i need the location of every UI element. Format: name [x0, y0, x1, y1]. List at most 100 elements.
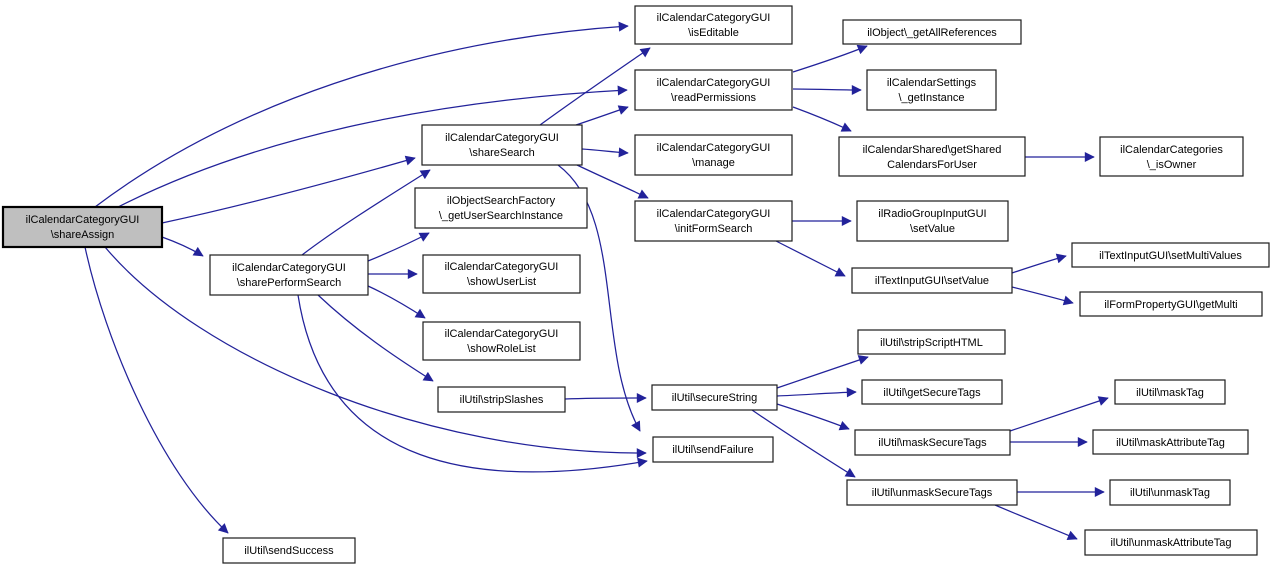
node-textSetValue[interactable]: ilTextInputGUI\setValue — [851, 267, 1013, 294]
node-label: ilUtil\maskTag — [1136, 387, 1204, 399]
node-isOwner[interactable]: ilCalendarCategories \_isOwner — [1099, 136, 1244, 177]
node-label: \readPermissions — [671, 92, 756, 104]
edge-textSetValue-setMultiValues — [1011, 253, 1067, 274]
node-shareSearch[interactable]: ilCalendarCategoryGUI \shareSearch — [421, 124, 583, 166]
node-radioSetValue[interactable]: ilRadioGroupInputGUI \setValue — [856, 200, 1009, 242]
node-sharePerformSearch[interactable]: ilCalendarCategoryGUI \sharePerformSearc… — [209, 254, 369, 296]
node-sendSuccess[interactable]: ilUtil\sendSuccess — [222, 537, 356, 564]
node-label: \shareSearch — [469, 147, 534, 159]
node-label: \setValue — [910, 223, 955, 235]
node-label: ilUtil\stripSlashes — [460, 394, 544, 406]
node-label: ilUtil\unmaskAttributeTag — [1110, 537, 1231, 549]
node-label: \shareAssign — [51, 229, 115, 241]
node-layer: ilCalendarCategoryGUI \shareAssign ilCal… — [1, 5, 1270, 564]
edge-shareSearch-initFormSearch — [576, 164, 649, 199]
node-label: ilCalendarCategoryGUI — [445, 132, 559, 144]
node-maskSecureTags[interactable]: ilUtil\maskSecureTags — [854, 429, 1011, 456]
node-getInstance[interactable]: ilCalendarSettings \_getInstance — [866, 69, 997, 111]
node-label: ilUtil\maskAttributeTag — [1116, 437, 1225, 449]
node-label: ilCalendarCategoryGUI — [26, 214, 140, 226]
edge-sharePerformSearch-shareSearch — [301, 169, 431, 256]
edge-secureString-unmaskSecureTags — [751, 409, 856, 478]
edge-textSetValue-getMulti — [1011, 286, 1074, 306]
node-label: ilUtil\secureString — [672, 392, 758, 404]
node-label: ilTextInputGUI\setMultiValues — [1099, 250, 1242, 262]
edge-shareAssign-shareSearch — [161, 155, 416, 224]
edge-shareAssign-sendSuccess — [84, 246, 229, 534]
node-label: ilCalendarCategoryGUI — [657, 77, 771, 89]
edge-secureString-getSecureTags — [776, 387, 857, 398]
node-manage[interactable]: ilCalendarCategoryGUI \manage — [634, 134, 793, 176]
node-label: ilCalendarCategoryGUI — [445, 328, 559, 340]
node-stripScriptHTML[interactable]: ilUtil\stripScriptHTML — [857, 329, 1006, 355]
node-readPermissions[interactable]: ilCalendarCategoryGUI \readPermissions — [634, 69, 793, 111]
edge-shareSearch-isEditable — [539, 47, 651, 126]
node-maskAttributeTag[interactable]: ilUtil\maskAttributeTag — [1092, 429, 1249, 455]
node-getMulti[interactable]: ilFormPropertyGUI\getMulti — [1079, 291, 1263, 317]
node-label: ilCalendarCategoryGUI — [657, 142, 771, 154]
edge-stripSlashes-secureString — [564, 393, 647, 404]
node-showRoleList[interactable]: ilCalendarCategoryGUI \showRoleList — [422, 321, 581, 361]
node-label: \showRoleList — [467, 343, 535, 355]
node-label: ilUtil\stripScriptHTML — [880, 337, 983, 349]
edge-shareAssign-sendFailure — [104, 246, 647, 459]
node-label: \isEditable — [688, 27, 739, 39]
node-label: \sharePerformSearch — [237, 277, 342, 289]
node-label: ilObjectSearchFactory — [447, 195, 556, 207]
node-label: \_isOwner — [1147, 159, 1197, 171]
node-getSecureTags[interactable]: ilUtil\getSecureTags — [861, 379, 1003, 405]
node-label: ilFormPropertyGUI\getMulti — [1104, 299, 1237, 311]
node-isEditable[interactable]: ilCalendarCategoryGUI \isEditable — [634, 5, 793, 45]
edge-shareSearch-readPermissions — [575, 105, 629, 126]
edge-sharePerformSearch-showRoleList — [367, 285, 426, 319]
edge-shareAssign-sharePerformSearch — [161, 236, 204, 257]
node-label: ilCalendarCategoryGUI — [657, 12, 771, 24]
node-label: \_getInstance — [898, 92, 964, 104]
node-maskTag[interactable]: ilUtil\maskTag — [1114, 379, 1226, 405]
edge-readPermissions-getInstance — [792, 84, 862, 95]
node-label: ilUtil\sendFailure — [672, 444, 753, 456]
node-label: ilUtil\getSecureTags — [883, 387, 981, 399]
node-initFormSearch[interactable]: ilCalendarCategoryGUI \initFormSearch — [634, 200, 793, 242]
node-label: ilCalendarCategories — [1120, 144, 1223, 156]
node-label: ilCalendarSettings — [887, 77, 977, 89]
node-getUserSearchInstance[interactable]: ilObjectSearchFactory \_getUserSearchIns… — [414, 187, 588, 229]
node-showUserList[interactable]: ilCalendarCategoryGUI \showUserList — [422, 254, 581, 294]
node-getSharedCalendarsForUser[interactable]: ilCalendarShared\getShared CalendarsForU… — [838, 136, 1026, 177]
node-shareAssign[interactable]: ilCalendarCategoryGUI \shareAssign — [1, 205, 164, 249]
node-getAllReferences[interactable]: ilObject\_getAllReferences — [842, 19, 1022, 45]
node-label: ilRadioGroupInputGUI — [878, 208, 986, 220]
edge-sharePerformSearch-sendFailure — [297, 294, 648, 473]
node-label: ilUtil\sendSuccess — [244, 545, 334, 557]
edge-initFormSearch-textSetValue — [775, 240, 846, 277]
node-label: ilCalendarCategoryGUI — [445, 261, 559, 273]
node-unmaskTag[interactable]: ilUtil\unmaskTag — [1109, 479, 1231, 506]
node-label: ilUtil\unmaskTag — [1130, 487, 1210, 499]
edge-maskSecureTags-maskTag — [1009, 396, 1109, 432]
node-label: ilCalendarShared\getShared — [863, 144, 1002, 156]
node-secureString[interactable]: ilUtil\secureString — [651, 384, 778, 411]
edge-sharePerformSearch-getUserSearchInstance — [367, 232, 430, 262]
node-label: ilUtil\unmaskSecureTags — [872, 487, 993, 499]
node-label: \_getUserSearchInstance — [439, 210, 563, 222]
edge-secureString-stripScriptHTML — [776, 355, 869, 389]
node-label: CalendarsForUser — [887, 159, 977, 171]
node-label: \showUserList — [467, 276, 536, 288]
edge-secureString-maskSecureTags — [776, 403, 850, 431]
node-label: ilUtil\maskSecureTags — [878, 437, 987, 449]
node-sendFailure[interactable]: ilUtil\sendFailure — [652, 436, 774, 463]
edge-shareAssign-isEditable — [94, 21, 629, 208]
node-stripSlashes[interactable]: ilUtil\stripSlashes — [437, 386, 566, 413]
node-setMultiValues[interactable]: ilTextInputGUI\setMultiValues — [1071, 242, 1270, 268]
node-label: ilTextInputGUI\setValue — [875, 275, 989, 287]
node-label: \initFormSearch — [675, 223, 753, 235]
node-unmaskAttributeTag[interactable]: ilUtil\unmaskAttributeTag — [1084, 529, 1258, 556]
node-label: \manage — [692, 157, 735, 169]
node-unmaskSecureTags[interactable]: ilUtil\unmaskSecureTags — [846, 479, 1018, 506]
node-label: ilCalendarCategoryGUI — [232, 262, 346, 274]
node-label: ilCalendarCategoryGUI — [657, 208, 771, 220]
edge-unmaskSecureTags-unmaskAttributeTag — [994, 504, 1078, 541]
edge-readPermissions-getSharedCalendarsForUser — [792, 106, 852, 132]
node-label: ilObject\_getAllReferences — [867, 27, 997, 39]
